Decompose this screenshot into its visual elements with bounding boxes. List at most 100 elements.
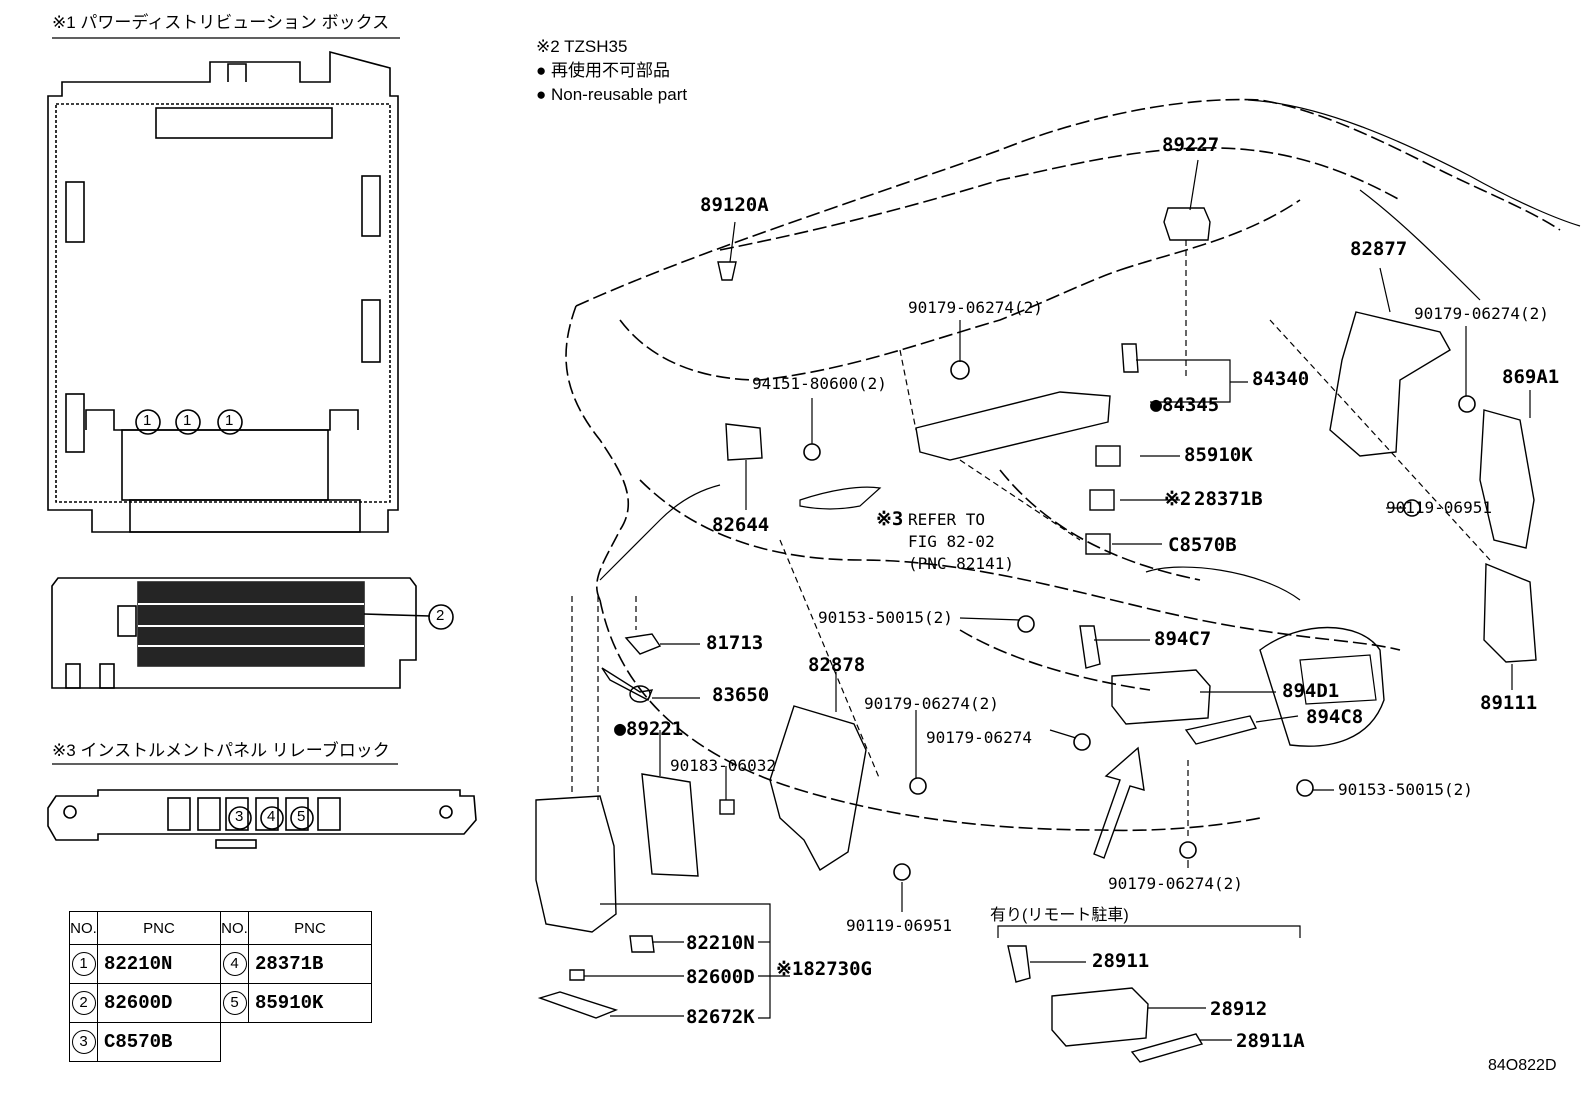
part-894D1[interactable]: 894D1 bbox=[1282, 680, 1340, 702]
circle-label-5: 5 bbox=[297, 808, 306, 825]
header-no-1: NO. bbox=[69, 911, 98, 945]
callout-circle-2 bbox=[428, 604, 454, 630]
leader-lines bbox=[571, 159, 1531, 1041]
row-no-cell: 2 bbox=[69, 983, 98, 1023]
figure-code: 84O822D bbox=[1488, 1057, 1557, 1074]
pnc-table: NO. PNC NO. PNC 1 82210N 4 28371B 2 8260… bbox=[69, 911, 372, 1062]
part-89221-text: 89221 bbox=[626, 718, 684, 740]
table-row: 3 C8570B bbox=[69, 1022, 372, 1062]
empty-cell bbox=[249, 1023, 372, 1062]
power-distribution-box-top bbox=[47, 50, 399, 533]
part-89221[interactable]: ●89221 bbox=[614, 716, 684, 740]
header-no-2: NO. bbox=[220, 911, 249, 945]
legend-en-text: Non-reusable part bbox=[551, 85, 688, 104]
part-94151-80600[interactable]: 94151-80600(2) bbox=[752, 374, 887, 393]
part-90179-06274-d[interactable]: 90179-06274 bbox=[926, 728, 1032, 747]
refer-line-2: FIG 82-02 bbox=[908, 532, 995, 551]
power-distribution-box-fuses bbox=[51, 577, 431, 689]
relay-block bbox=[47, 789, 477, 849]
instrument-panel-outline bbox=[565, 98, 1561, 832]
row-no: 2 bbox=[71, 991, 96, 1015]
part-90119-06951-b[interactable]: 90119-06951 bbox=[846, 916, 952, 935]
remote-parking-bracket bbox=[997, 925, 1301, 938]
part-90119-06951-a[interactable]: 90119-06951 bbox=[1386, 498, 1492, 517]
part-90179-06274-e[interactable]: 90179-06274(2) bbox=[1108, 874, 1243, 893]
row-no: 1 bbox=[71, 952, 96, 976]
part-89120A[interactable]: 89120A bbox=[700, 194, 769, 216]
header-pnc-2: PNC bbox=[248, 911, 372, 945]
part-84345[interactable]: ●84345 bbox=[1150, 392, 1220, 416]
component-shapes bbox=[535, 207, 1537, 1063]
row-no: 4 bbox=[222, 952, 247, 976]
callout-circle-3 bbox=[228, 806, 252, 830]
row-pnc[interactable]: 82210N bbox=[97, 944, 221, 984]
part-894C7[interactable]: 894C7 bbox=[1154, 628, 1212, 650]
refer-line-3: (PNC 82141) bbox=[908, 554, 1014, 573]
circle-label-1c: 1 bbox=[225, 412, 234, 429]
part-82210N[interactable]: 82210N bbox=[686, 932, 755, 954]
row-no: 3 bbox=[71, 1030, 96, 1054]
part-C8570B[interactable]: C8570B bbox=[1168, 534, 1237, 556]
circle-label-4: 4 bbox=[267, 808, 276, 825]
part-83650[interactable]: 83650 bbox=[712, 684, 770, 706]
callout-circle-5 bbox=[290, 806, 314, 830]
refer-line-1: REFER TO bbox=[908, 510, 986, 529]
row-pnc[interactable]: 85910K bbox=[248, 983, 372, 1023]
row-no-cell: 5 bbox=[220, 983, 249, 1023]
mark-2: ※2 bbox=[1164, 488, 1192, 510]
circle-label-3: 3 bbox=[235, 808, 244, 825]
row-no: 5 bbox=[222, 991, 247, 1015]
part-28371B[interactable]: 28371B bbox=[1194, 488, 1263, 510]
part-82877[interactable]: 82877 bbox=[1350, 238, 1408, 260]
row-pnc[interactable]: 82600D bbox=[97, 983, 221, 1023]
part-869A1[interactable]: 869A1 bbox=[1502, 366, 1560, 388]
callout-circle-4 bbox=[260, 806, 284, 830]
part-90179-06274-b[interactable]: 90179-06274(2) bbox=[1414, 304, 1549, 323]
section2-note: ※2 TZSH35 bbox=[536, 37, 628, 56]
part-90153-50015-a[interactable]: 90153-50015(2) bbox=[818, 608, 953, 627]
table-row: 1 82210N 4 28371B bbox=[69, 944, 372, 984]
circle-label-1b: 1 bbox=[183, 412, 192, 429]
table-row: 2 82600D 5 85910K bbox=[69, 983, 372, 1023]
row-no-cell: 4 bbox=[220, 944, 249, 984]
row-pnc[interactable]: C8570B bbox=[97, 1022, 221, 1062]
part-90179-06274-c[interactable]: 90179-06274(2) bbox=[864, 694, 999, 713]
pnc-table-header: NO. PNC NO. PNC bbox=[69, 911, 372, 945]
legend-en: ● Non-reusable part bbox=[536, 85, 688, 104]
part-82878[interactable]: 82878 bbox=[808, 654, 866, 676]
part-28912[interactable]: 28912 bbox=[1210, 998, 1268, 1020]
row-no-cell: 1 bbox=[69, 944, 98, 984]
part-82730G[interactable]: ※182730G bbox=[776, 958, 872, 980]
part-82600D[interactable]: 82600D bbox=[686, 966, 755, 988]
part-28911[interactable]: 28911 bbox=[1092, 950, 1150, 972]
row-no-cell: 3 bbox=[69, 1022, 98, 1062]
empty-cell bbox=[221, 1023, 249, 1062]
header-pnc-1: PNC bbox=[97, 911, 221, 945]
circle-label-1a: 1 bbox=[143, 412, 152, 429]
legend-jp: ● 再使用不可部品 bbox=[536, 61, 670, 80]
circle-label-2: 2 bbox=[436, 607, 445, 624]
remote-parking-label: 有り(リモート駐車) bbox=[990, 907, 1129, 924]
part-89227[interactable]: 89227 bbox=[1162, 134, 1220, 156]
part-89111[interactable]: 89111 bbox=[1480, 692, 1538, 714]
part-28911A[interactable]: 28911A bbox=[1236, 1030, 1305, 1052]
part-84340[interactable]: 84340 bbox=[1252, 368, 1310, 390]
callout-circle-1 bbox=[135, 409, 161, 435]
section3-title: ※3 インストルメントパネル リレーブロック bbox=[52, 741, 390, 760]
row-pnc[interactable]: 28371B bbox=[248, 944, 372, 984]
part-90153-50015-b[interactable]: 90153-50015(2) bbox=[1338, 780, 1473, 799]
part-90183-06032[interactable]: 90183-06032 bbox=[670, 756, 776, 775]
part-82644[interactable]: 82644 bbox=[712, 514, 770, 536]
part-84345-text: 84345 bbox=[1162, 394, 1220, 416]
part-894C8[interactable]: 894C8 bbox=[1306, 706, 1364, 728]
part-85910K[interactable]: 85910K bbox=[1184, 444, 1253, 466]
section1-title: ※1 パワーディストリビューション ボックス bbox=[52, 13, 390, 32]
part-81713[interactable]: 81713 bbox=[706, 632, 764, 654]
part-82672K[interactable]: 82672K bbox=[686, 1006, 755, 1028]
callout-circle-1b bbox=[175, 409, 201, 435]
part-90179-06274-a[interactable]: 90179-06274(2) bbox=[908, 298, 1043, 317]
mark-3: ※3 bbox=[876, 508, 904, 530]
legend-jp-text: 再使用不可部品 bbox=[551, 61, 670, 80]
callout-circle-1c bbox=[217, 409, 243, 435]
